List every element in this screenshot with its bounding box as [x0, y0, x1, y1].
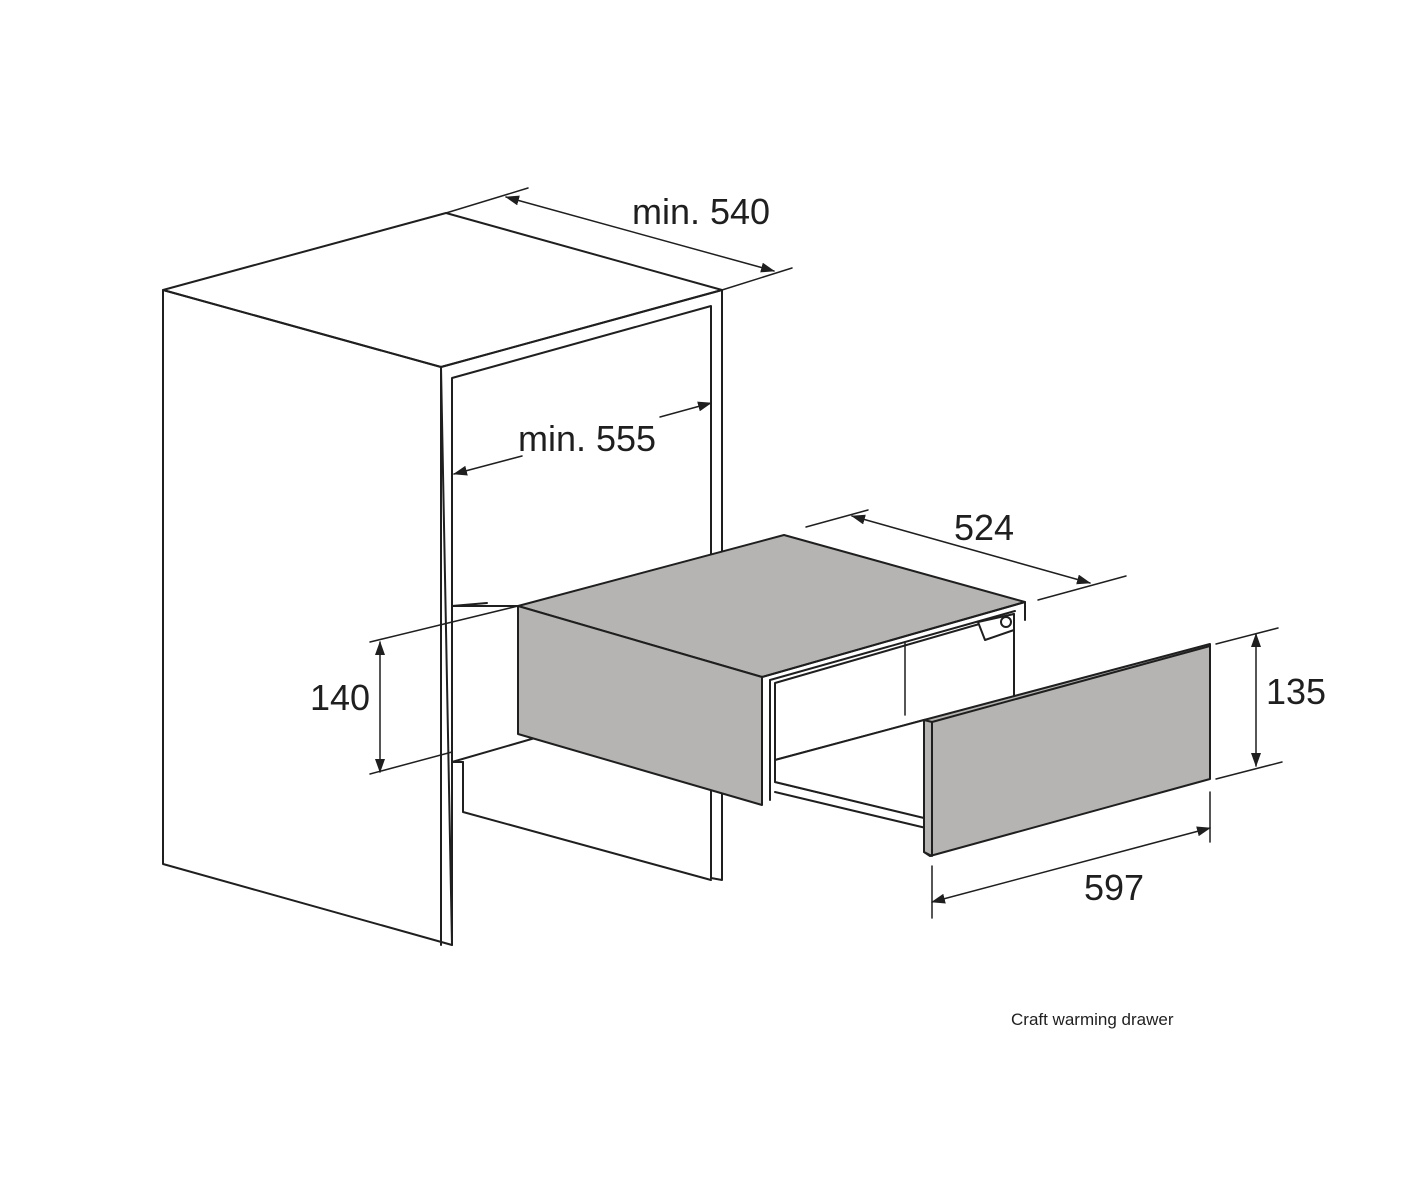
dim-niche-width-arrow-left [453, 455, 523, 476]
dim-drawer-depth-arrow [851, 514, 1091, 585]
dim-drawer-width-label: 597 [1084, 867, 1144, 908]
dim-drawer-height-label: 135 [1266, 671, 1326, 712]
drawer-front-edge [923, 719, 933, 857]
dim-drawer-width: 597 [931, 791, 1211, 919]
dim-drawer-depth-label: 524 [954, 507, 1014, 548]
drawer [774, 643, 1211, 857]
dim-cabinet-depth: min. 540 [445, 187, 793, 291]
dim-cabinet-depth-label: min. 540 [632, 191, 770, 232]
housing-left-side [517, 605, 763, 806]
dim-drawer-height: 135 [1215, 627, 1326, 780]
dim-niche-width-label: min. 555 [518, 418, 656, 459]
cabinet-lower-panel [462, 761, 712, 881]
cabinet-top [162, 212, 723, 368]
diagram-caption: Craft warming drawer [1011, 1010, 1174, 1029]
cabinet-left-side [162, 289, 453, 946]
housing-front-edge [761, 601, 1026, 678]
dim-drawer-depth: 524 [805, 507, 1127, 601]
dim-cabinet-depth-arrow [505, 195, 775, 273]
dim-niche-height: 140 [310, 605, 519, 775]
dim-niche-width-arrow-right [659, 401, 712, 418]
rail-bracket [977, 613, 1015, 641]
dim-niche-width: min. 555 [453, 401, 712, 476]
cabinet-lower-shelf [451, 737, 536, 763]
dim-niche-height-label: 140 [310, 677, 370, 718]
dim-drawer-width-arrow [931, 826, 1211, 904]
